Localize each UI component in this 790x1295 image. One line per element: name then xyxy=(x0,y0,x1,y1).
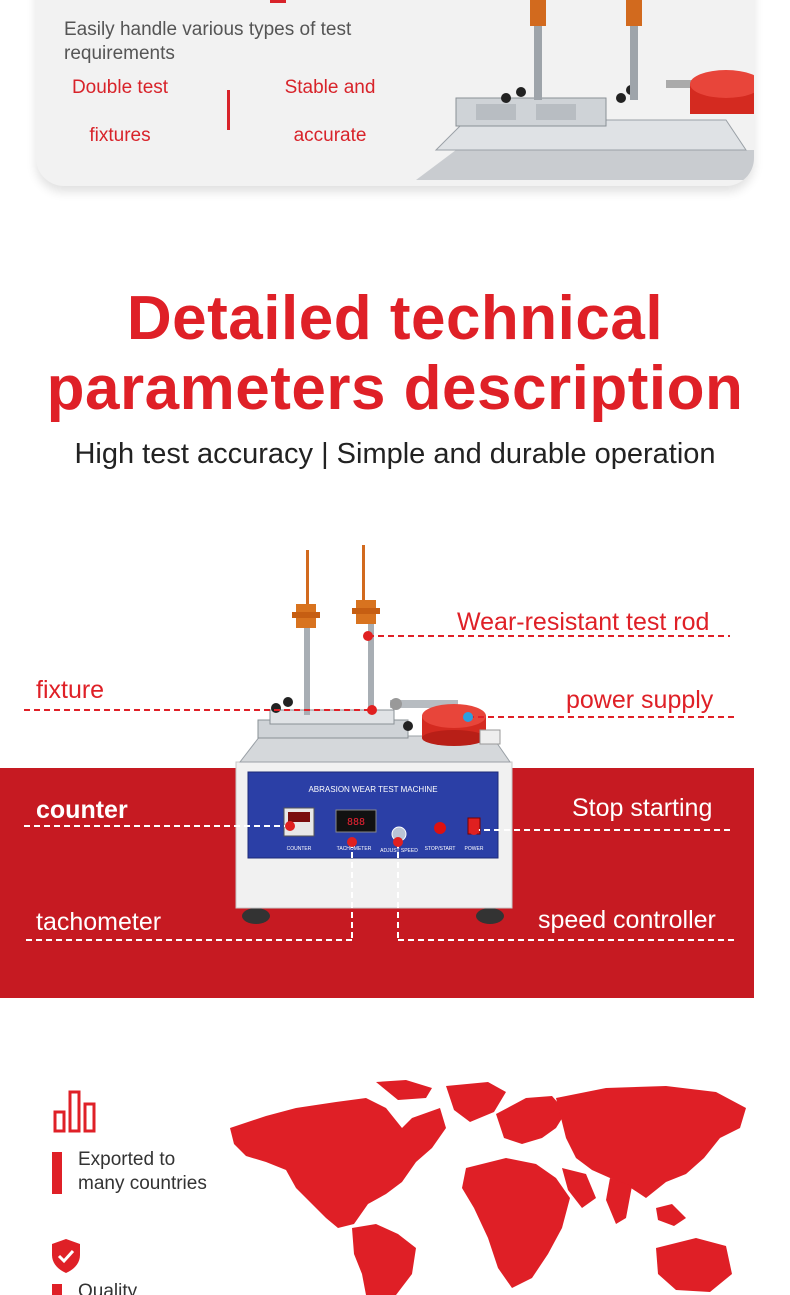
feature-stable-accurate: Stable and accurate xyxy=(272,64,388,160)
tacho-panel-label: TACHOMETER xyxy=(337,846,372,852)
feature-card: Easily handle various types of test requ… xyxy=(36,0,754,186)
feature-1-line1: Double test xyxy=(71,77,169,98)
callout-test-rod: Wear-resistant test rod xyxy=(457,608,710,636)
bar-chart-icon xyxy=(53,1090,96,1133)
panel-title: ABRASION WEAR TEST MACHINE xyxy=(308,785,437,794)
section-subheading: High test accuracy | Simple and durable … xyxy=(74,438,716,470)
power-panel-label: POWER xyxy=(465,846,484,852)
callout-fixture: fixture xyxy=(36,676,105,704)
section-heading: Detailed technical parameters descriptio… xyxy=(0,284,790,424)
shield-check-icon xyxy=(52,1239,80,1273)
world-map-image xyxy=(230,1080,746,1295)
stat-exported-line1: Exported to xyxy=(78,1149,176,1170)
stat-accent-bar xyxy=(52,1152,62,1194)
heading-line-2: parameters description xyxy=(46,354,744,423)
counter-panel-label: COUNTER xyxy=(287,846,312,852)
abrasion-machine-image: ABRASION WEAR TEST MACHINE COUNTER 888 T… xyxy=(235,545,513,924)
feature-double-fixtures: Double test fixtures xyxy=(56,64,184,160)
feature-2-line1: Stable and xyxy=(284,77,376,98)
callout-counter: counter xyxy=(36,796,128,824)
callout-power-supply: power supply xyxy=(566,686,714,714)
heading-line-1: Detailed technical xyxy=(126,284,664,353)
stat-quality-line1: Quality xyxy=(78,1281,138,1295)
stat-exported-line2: many countries xyxy=(78,1173,207,1194)
svg-text:888: 888 xyxy=(347,817,365,828)
start-panel-label: STOP/START xyxy=(425,846,456,852)
feature-divider xyxy=(227,90,230,130)
stat-quality: Quality xyxy=(78,1280,137,1295)
feature-2-line2: accurate xyxy=(293,125,367,146)
machine-closeup-image xyxy=(416,0,754,180)
stat-exported: Exported to many countries xyxy=(78,1148,207,1196)
accent-tab xyxy=(270,0,286,3)
speed-panel-label: ADJUST SPEED xyxy=(380,848,418,854)
stat-accent-bar-2 xyxy=(52,1284,62,1295)
callout-speed-controller: speed controller xyxy=(538,906,716,934)
feature-lead-text: Easily handle various types of test requ… xyxy=(64,19,352,64)
feature-1-line2: fixtures xyxy=(89,125,151,146)
callout-tachometer: tachometer xyxy=(36,908,162,936)
callout-stop-starting: Stop starting xyxy=(572,794,713,822)
